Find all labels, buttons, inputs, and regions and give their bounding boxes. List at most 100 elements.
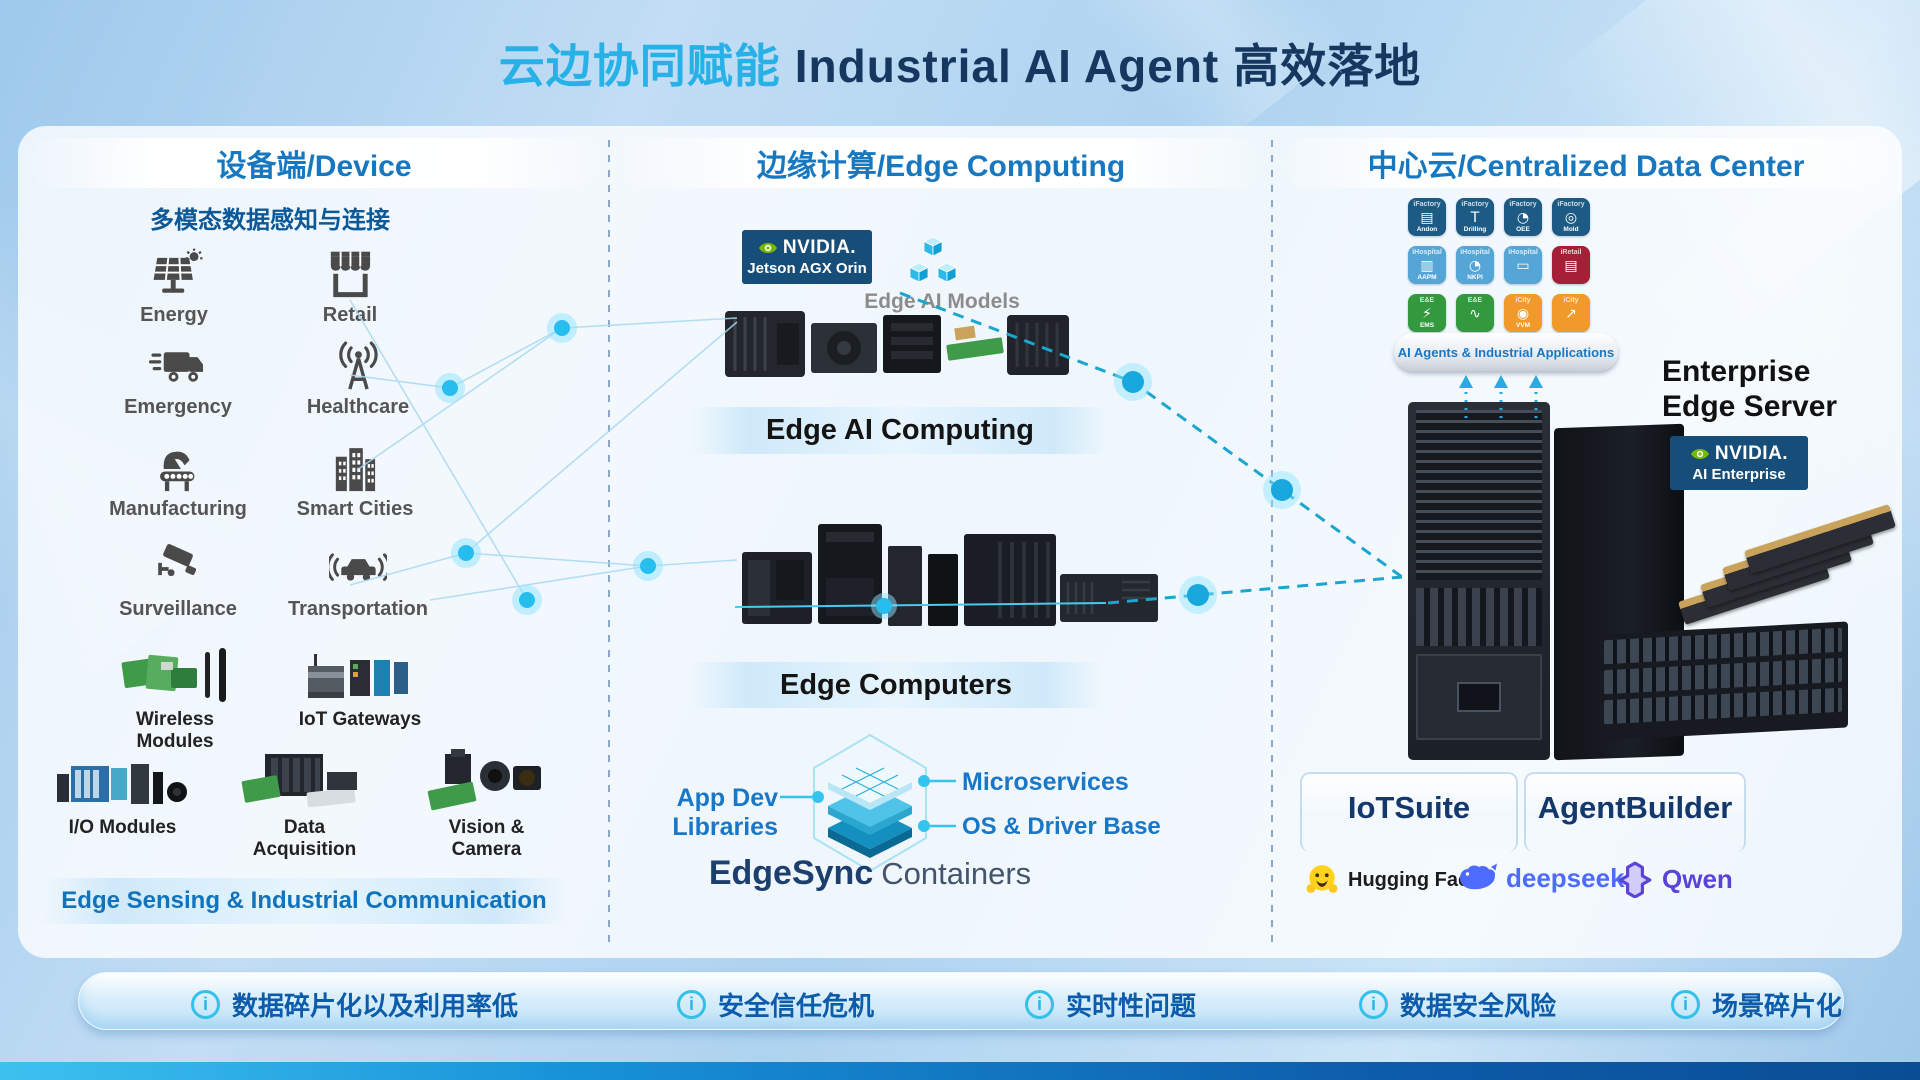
nvidia-jetson-badge: NVIDIA. Jetson AGX Orin [742, 230, 872, 284]
product-iotsuite: IoTSuite [1300, 772, 1518, 852]
connected-car-icon [328, 553, 388, 581]
sector-label: Emergency [124, 396, 232, 418]
app-tile-glyph-icon: ◔ [1516, 209, 1530, 226]
issue-item: i 数据碎片化以及利用率低 [191, 986, 518, 1023]
sector-retail: Retail [262, 248, 438, 327]
app-tile: iHospital▥AAPM [1408, 246, 1446, 284]
app-tile-top-label: iFactory [1509, 201, 1537, 208]
partner-label: Qwen [1662, 863, 1733, 894]
app-tile-bottom-label: EMS [1419, 322, 1435, 329]
hugging-face-icon [1306, 865, 1338, 893]
app-dev-libraries-label: App Dev Libraries [672, 784, 778, 841]
app-tile-top-label: E&E [1419, 297, 1435, 304]
app-tile-top-label: iHospital [1508, 249, 1538, 256]
qwen-logo-icon [1618, 861, 1652, 898]
product-agentbuilder: AgentBuilder [1524, 772, 1746, 852]
nvidia-eye-icon [1690, 449, 1709, 459]
rack-mid-band [1416, 588, 1542, 646]
enterprise-line1: Enterprise [1662, 355, 1811, 388]
partner-qwen: Qwen [1616, 860, 1733, 898]
app-tile: E&E⚡EMS [1408, 294, 1446, 332]
os-driver-base-label: OS & Driver Base [962, 813, 1161, 840]
column-header-edge: 边缘计算/Edge Computing [620, 138, 1262, 188]
app-tile-glyph-icon: ∿ [1469, 305, 1481, 322]
edge-computers-photo [742, 524, 1158, 626]
sector-manufacturing: Manufacturing [90, 442, 266, 521]
sector-label: Transportation [287, 598, 428, 620]
column-header-device: 设备端/Device [30, 138, 598, 188]
robot-arm-icon [159, 451, 194, 492]
app-tile-glyph-icon: ◉ [1516, 305, 1530, 322]
ai-enterprise-product-label: AI Enterprise [1692, 466, 1786, 483]
app-tile-bottom-label: OEE [1516, 226, 1530, 233]
nvidia-eye-icon [758, 243, 777, 253]
partner-label: Hugging Face [1348, 868, 1481, 891]
nvidia-ai-enterprise-badge: NVIDIA. AI Enterprise [1670, 436, 1808, 490]
title-highlight: 云边协同赋能 [498, 40, 781, 92]
app-tile-glyph-icon: ◔ [1468, 257, 1482, 274]
hardware-data-acquisition: Data Acquisition [232, 748, 377, 861]
app-tile-glyph-icon: ⚡ [1422, 305, 1432, 322]
partner-deepseek: deepseek [1458, 862, 1625, 894]
drive-row [1604, 687, 1842, 725]
storefront-icon [330, 251, 370, 298]
hardware-label: Wireless Modules [136, 709, 214, 752]
edge-ai-hardware-photo [725, 311, 1069, 377]
app-tile-bottom-label: AAPM [1417, 274, 1437, 281]
hardware-wireless-modules: Wireless Modules [100, 646, 250, 753]
data-acquisition-photo [241, 754, 357, 808]
app-tile-top-label: iFactory [1461, 201, 1489, 208]
hardware-label: Data Acquisition [252, 817, 357, 860]
issue-label: 数据碎片化以及利用率低 [232, 991, 519, 1021]
app-tile-top-label: iRetail [1560, 249, 1582, 256]
enterprise-edge-server-label: Enterprise Edge Server [1662, 354, 1837, 424]
issue-item: i 数据安全风险 [1359, 986, 1556, 1023]
io-modules-photo [56, 764, 187, 804]
title-english: Industrial AI Agent [794, 40, 1220, 92]
app-tile-glyph-icon: ▭ [1516, 257, 1530, 274]
solar-panel-icon [153, 248, 203, 293]
app-tile-bottom-label: VVM [1515, 322, 1531, 329]
column-header-cloud: 中心云/Centralized Data Center [1282, 138, 1890, 188]
app-tile-top-label: iFactory [1557, 201, 1585, 208]
info-icon: i [191, 990, 220, 1019]
microservices-label: Microservices [962, 768, 1129, 796]
app-tile-glyph-icon: ◎ [1564, 209, 1578, 226]
sector-label: Energy [140, 304, 208, 326]
rack-door [1416, 654, 1542, 740]
partner-huggingface: Hugging Face [1304, 862, 1480, 898]
sector-label: Smart Cities [296, 498, 414, 520]
issue-label: 场景碎片化 [1712, 991, 1843, 1021]
iot-gateways-photo [308, 654, 408, 698]
buildings-icon [335, 448, 375, 492]
app-tile: iHospital▭ [1504, 246, 1542, 284]
deepseek-whale-icon [1459, 863, 1497, 890]
enterprise-line2: Edge Server [1662, 390, 1838, 423]
signal-tower-icon [338, 341, 378, 390]
rack-slots [1416, 410, 1542, 580]
app-tile-glyph-icon: ▤ [1420, 209, 1434, 226]
issue-item: i 安全信任危机 [677, 986, 874, 1023]
app-tile-top-label: iHospital [1412, 249, 1442, 256]
nvidia-brand-row: NVIDIA. [758, 237, 856, 259]
title-suffix: 高效落地 [1233, 40, 1422, 92]
app-tile-glyph-icon: ▥ [1420, 257, 1434, 274]
ai-models-cubes-icon [909, 236, 957, 283]
issue-item: i 实时性问题 [1025, 986, 1196, 1023]
issues-bar: i 数据碎片化以及利用率低 i 安全信任危机 i 实时性问题 i 数据安全风险 … [78, 972, 1844, 1030]
app-tile-bottom-label: Drilling [1463, 226, 1487, 233]
server-rack-front [1408, 402, 1550, 760]
hardware-label: Vision & Camera [448, 817, 525, 860]
device-banner: Edge Sensing & Industrial Communication [40, 878, 568, 924]
issue-label: 安全信任危机 [718, 991, 875, 1021]
app-tile: E&E∿ [1456, 294, 1494, 332]
sector-label: Retail [322, 304, 378, 326]
app-tile: iHospital◔NKPI [1456, 246, 1494, 284]
app-tile-top-label: iCity [1563, 297, 1579, 304]
cctv-camera-icon [157, 544, 196, 577]
app-tile-top-label: E&E [1467, 297, 1483, 304]
